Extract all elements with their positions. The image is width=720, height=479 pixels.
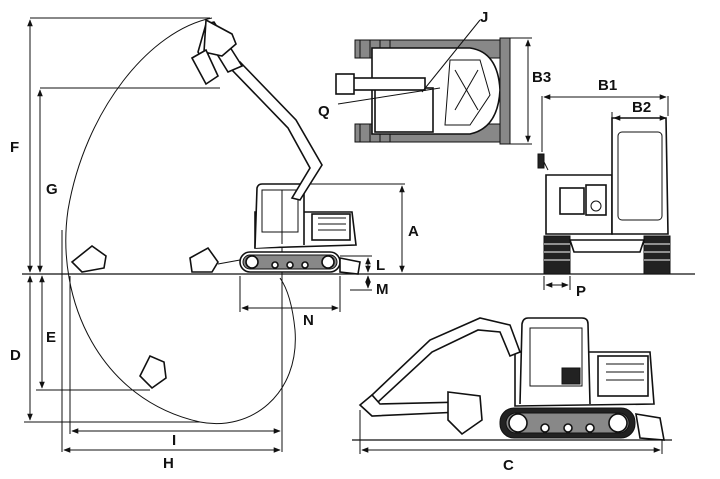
side-view-working-range bbox=[22, 17, 695, 453]
label-b3: B3 bbox=[532, 69, 551, 86]
rear-view-excavator bbox=[537, 94, 671, 290]
top-view-excavator bbox=[335, 19, 532, 145]
label-b2: B2 bbox=[632, 99, 651, 116]
label-m: M bbox=[376, 281, 389, 298]
label-a: A bbox=[408, 223, 419, 240]
leader-q bbox=[337, 87, 441, 105]
label-f: F bbox=[10, 139, 19, 156]
label-n: N bbox=[303, 312, 314, 329]
label-j: J bbox=[480, 9, 488, 26]
top-view-blade bbox=[499, 37, 511, 145]
label-b1: B1 bbox=[598, 77, 617, 94]
transport-view-excavator bbox=[352, 317, 672, 454]
label-h: H bbox=[163, 455, 174, 472]
label-i: I bbox=[172, 432, 176, 449]
label-q: Q bbox=[318, 103, 330, 120]
label-p: P bbox=[576, 283, 586, 300]
label-l: L bbox=[376, 257, 385, 274]
label-d: D bbox=[10, 347, 21, 364]
bucket-reach-position bbox=[70, 244, 107, 273]
label-c: C bbox=[503, 457, 514, 474]
side-excavator bbox=[190, 18, 361, 275]
bucket-depth-position bbox=[139, 354, 167, 390]
reach-envelope bbox=[65, 17, 296, 424]
label-e: E bbox=[46, 329, 56, 346]
bucket-ground-position bbox=[189, 246, 219, 273]
leader-j bbox=[421, 19, 481, 93]
label-g: G bbox=[46, 181, 58, 198]
